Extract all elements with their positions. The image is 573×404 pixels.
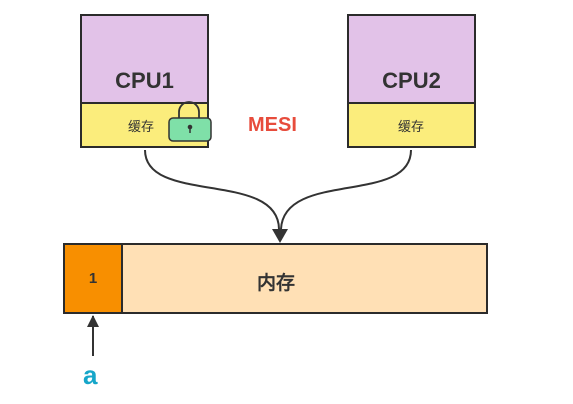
cpu1-label: CPU1 xyxy=(115,68,174,93)
lock-icon xyxy=(168,101,212,142)
mesi-label: MESI xyxy=(248,114,297,136)
cpu2-cache: 缓存 xyxy=(349,102,474,146)
cpu1-to-memory-connector xyxy=(144,149,280,230)
memory-slot-a: 1 xyxy=(65,245,123,312)
cpu2-to-memory-connector xyxy=(280,149,412,230)
memory-label: 内存 xyxy=(257,272,296,294)
variable-a-label: a xyxy=(83,360,98,390)
memory-arrowhead xyxy=(272,229,288,243)
cpu1-cache-label: 缓存 xyxy=(128,120,155,135)
cpu2-box: CPU2 缓存 xyxy=(347,14,476,148)
memory-box: 1 内存 xyxy=(63,243,488,314)
cpu2-cache-label: 缓存 xyxy=(398,120,425,135)
memory-slot-value: 1 xyxy=(88,270,98,287)
cpu2-label: CPU2 xyxy=(382,68,441,93)
